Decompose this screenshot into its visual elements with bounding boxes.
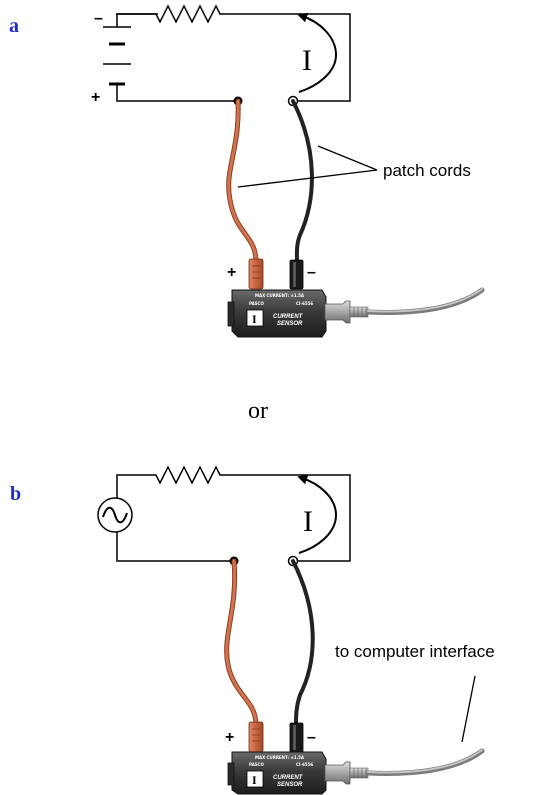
panel-letter-a: a — [9, 15, 19, 37]
panel-b: b I to computer interface + – — [10, 465, 495, 795]
cord-minus-label-a: – — [307, 264, 316, 281]
battery-icon — [103, 26, 131, 86]
cord-minus-label-b: – — [307, 729, 316, 746]
computer-interface-label: to computer interface — [335, 642, 495, 661]
or-separator: or — [248, 398, 268, 424]
sensor-name-line1-a: CURRENT — [273, 314, 304, 320]
leader-line-b — [461, 675, 476, 743]
sensor-model-b: CI-6556 — [296, 762, 313, 767]
ac-source-icon — [97, 497, 133, 533]
sensor-name-line2-b: SENSOR — [277, 782, 303, 788]
black-patch-cord-b — [291, 559, 315, 726]
current-sensor-a: I MAX CURRENT: ±1.5A PASCO CI-6556 CURRE… — [227, 258, 485, 338]
red-patch-cord-b — [224, 558, 259, 728]
sensor-max-current-a: MAX CURRENT: ±1.5A — [255, 293, 305, 298]
sensor-brand-a: PASCO — [249, 301, 264, 306]
current-symbol-b: I — [303, 505, 313, 538]
cord-plus-label-a: + — [227, 264, 236, 281]
battery-plus-label: + — [91, 89, 100, 106]
current-arrow-a — [297, 12, 338, 93]
sensor-max-current-b: MAX CURRENT: ±1.5A — [255, 755, 305, 760]
current-symbol-a: I — [302, 44, 312, 77]
patch-cords-label: patch cords — [383, 161, 471, 180]
black-patch-cord-a — [291, 99, 314, 264]
panel-letter-b: b — [10, 483, 21, 505]
leader-line-a1 — [237, 169, 378, 188]
sensor-symbol-a: I — [252, 312, 257, 326]
leader-line-a2 — [317, 145, 378, 171]
current-sensor-b: I MAX CURRENT: ±1.5A PASCO CI-6556 CURRE… — [227, 721, 485, 795]
sensor-name-line1-b: CURRENT — [273, 775, 304, 781]
cord-plus-label-b: + — [225, 729, 234, 746]
sensor-name-line2-a: SENSOR — [277, 321, 303, 327]
sensor-symbol-b: I — [252, 773, 257, 787]
sensor-model-a: CI-6556 — [296, 301, 313, 306]
sensor-brand-b: PASCO — [249, 762, 264, 767]
red-patch-cord-a — [226, 98, 259, 265]
panel-a: a – + I patch cords + – — [9, 4, 485, 338]
battery-minus-label: – — [94, 10, 103, 27]
circuit-loop-a — [116, 4, 351, 102]
current-arrow-b — [297, 474, 338, 554]
